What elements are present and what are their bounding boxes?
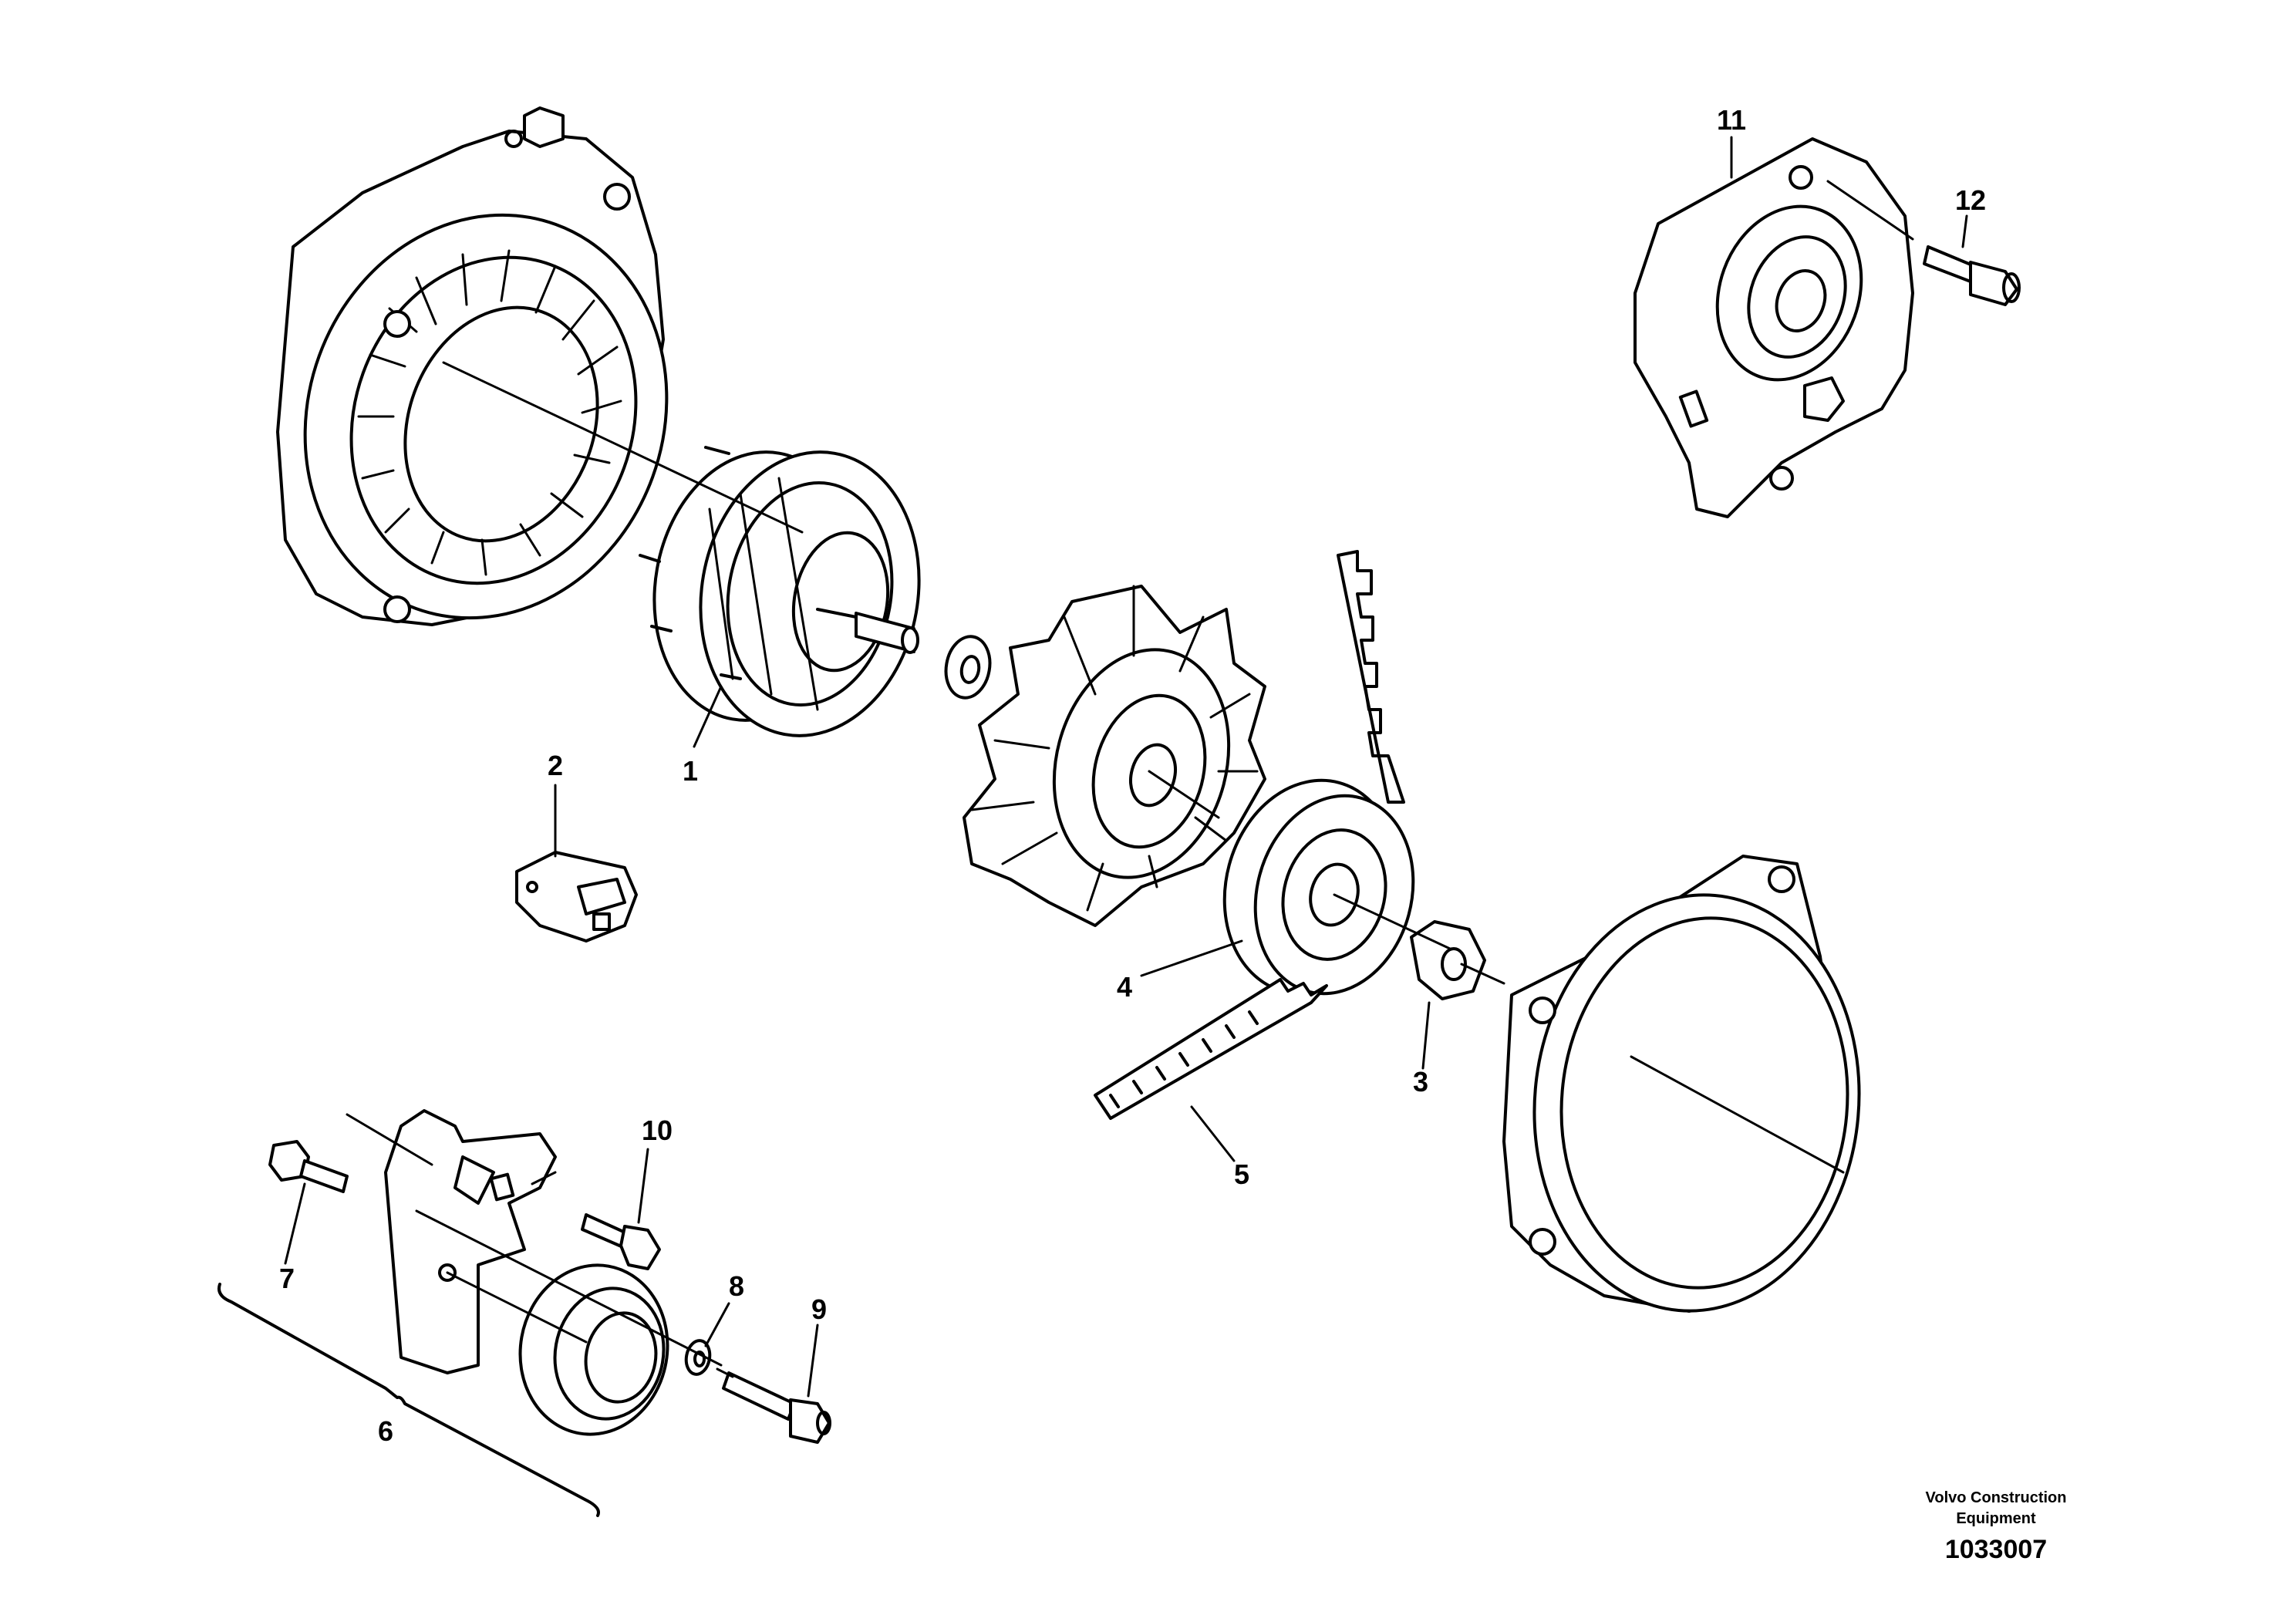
fan-ring-shroud [1502,855,1861,1313]
pulley-nut [1410,920,1486,1000]
drive-belt [1094,550,1405,1120]
callout-10: 10 [642,1114,673,1146]
callout-12: 12 [1955,184,1986,216]
alternator [639,446,921,737]
kit-bracket [217,1283,600,1517]
callout-8: 8 [729,1270,744,1302]
callout-5: 5 [1234,1158,1249,1190]
tensioner-bolt [1923,245,2021,306]
callout-labels: 1 2 3 4 5 6 7 8 9 10 11 12 [279,104,1986,1447]
voltage-regulator [515,851,638,943]
callout-3: 3 [1413,1066,1428,1098]
callout-leaders [284,136,1968,1398]
callout-6: 6 [378,1415,393,1447]
drawing-watermark: Volvo Construction Equipment 1033007 [1926,1489,2067,1564]
callout-9: 9 [811,1293,827,1325]
drawing-number: 1033007 [1945,1535,2047,1564]
assembly-axis-lines [346,180,1914,1378]
cooling-fan [963,585,1266,927]
callout-11: 11 [1717,104,1746,136]
fan-shroud-housing [276,106,669,626]
company-name-line2: Equipment [1956,1510,2036,1527]
bolt-10 [581,1213,661,1270]
bolt-9 [722,1371,831,1444]
belt-tensioner-assembly [1633,137,1914,518]
callout-2: 2 [548,750,563,781]
callout-7: 7 [279,1263,295,1294]
bolt-7 [268,1140,349,1193]
spacer-washer [944,635,992,700]
tensioner-kit [384,1109,669,1436]
callout-4: 4 [1117,971,1132,1003]
company-name-line1: Volvo Construction [1926,1489,2067,1506]
callout-1: 1 [683,755,698,787]
